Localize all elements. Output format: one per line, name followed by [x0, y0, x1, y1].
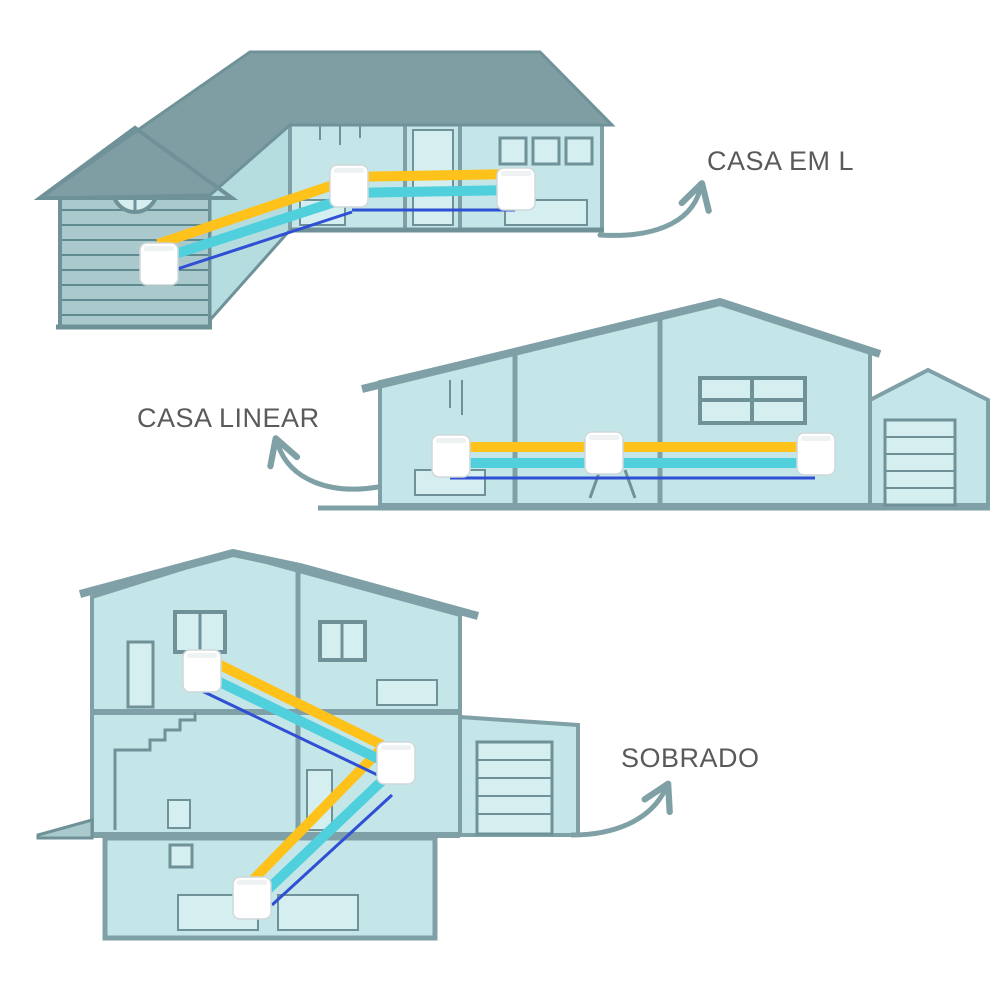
mesh-node-sobrado-top — [182, 649, 222, 693]
mesh-nodes — [139, 164, 836, 920]
linear-house — [318, 298, 990, 511]
mesh-node-l-left — [139, 242, 179, 286]
mesh-node-l-right — [496, 167, 536, 211]
arrow-to-casa-linear — [267, 435, 381, 492]
l-shaped-house — [33, 50, 616, 330]
label-casa-em-l: CASA EM L — [707, 146, 855, 176]
label-casa-linear: CASA LINEAR — [137, 403, 320, 433]
two-story-house — [36, 549, 580, 941]
l-house-left-wing — [58, 193, 212, 329]
mesh-node-l-middle — [329, 164, 369, 208]
mesh-node-linear-left — [431, 434, 471, 478]
linear-house-mesh-links — [450, 442, 815, 480]
mesh-node-sobrado-bottom — [232, 876, 272, 920]
label-sobrado: SOBRADO — [621, 743, 760, 773]
mesh-node-sobrado-middle — [376, 741, 416, 785]
garage-door — [883, 418, 957, 507]
l-house-mesh-links — [156, 169, 516, 274]
arrow-to-casa-em-l — [597, 180, 712, 238]
sobrado-mesh-links — [199, 655, 394, 907]
l-house-siding — [62, 209, 208, 316]
sobrado-garage-door — [475, 740, 554, 836]
mesh-node-linear-middle — [584, 431, 624, 475]
mesh-node-linear-right — [796, 432, 836, 476]
arrow-to-sobrado — [569, 780, 673, 838]
